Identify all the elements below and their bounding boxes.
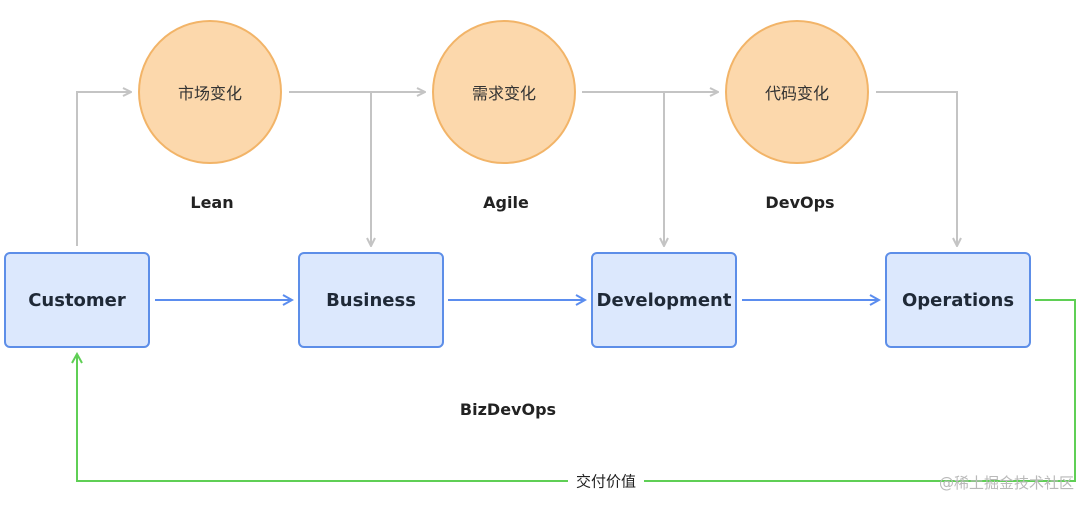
stage-business: Business <box>298 252 444 348</box>
arrow-code-change-to-operations <box>876 91 957 246</box>
stage-development-label: Development <box>596 289 732 311</box>
demand-change-node: 需求变化 <box>432 20 576 164</box>
arrow-value-delivery-loop <box>77 299 1076 482</box>
code-change-node: 代码变化 <box>725 20 869 164</box>
market-change-label: 市场变化 <box>177 84 242 103</box>
code-change-label: 代码变化 <box>764 84 829 103</box>
phase-label-agile: Agile <box>483 193 529 212</box>
stage-operations: Operations <box>885 252 1031 348</box>
phase-label-lean: Lean <box>190 193 234 212</box>
value-delivery-label: 交付价值 <box>567 470 645 492</box>
stage-customer-label: Customer <box>28 289 126 311</box>
stage-customer: Customer <box>4 252 150 348</box>
stage-operations-label: Operations <box>901 289 1015 311</box>
stage-business-label: Business <box>326 289 416 311</box>
stage-development: Development <box>591 252 737 348</box>
phase-label-devops: DevOps <box>765 193 835 212</box>
market-change-node: 市场变化 <box>138 20 282 164</box>
watermark: @稀土掘金技术社区 <box>938 474 1074 492</box>
overall-label-bizdevops: BizDevOps <box>459 400 557 419</box>
demand-change-label: 需求变化 <box>471 84 536 103</box>
arrow-customer-to-market-change <box>76 92 131 246</box>
